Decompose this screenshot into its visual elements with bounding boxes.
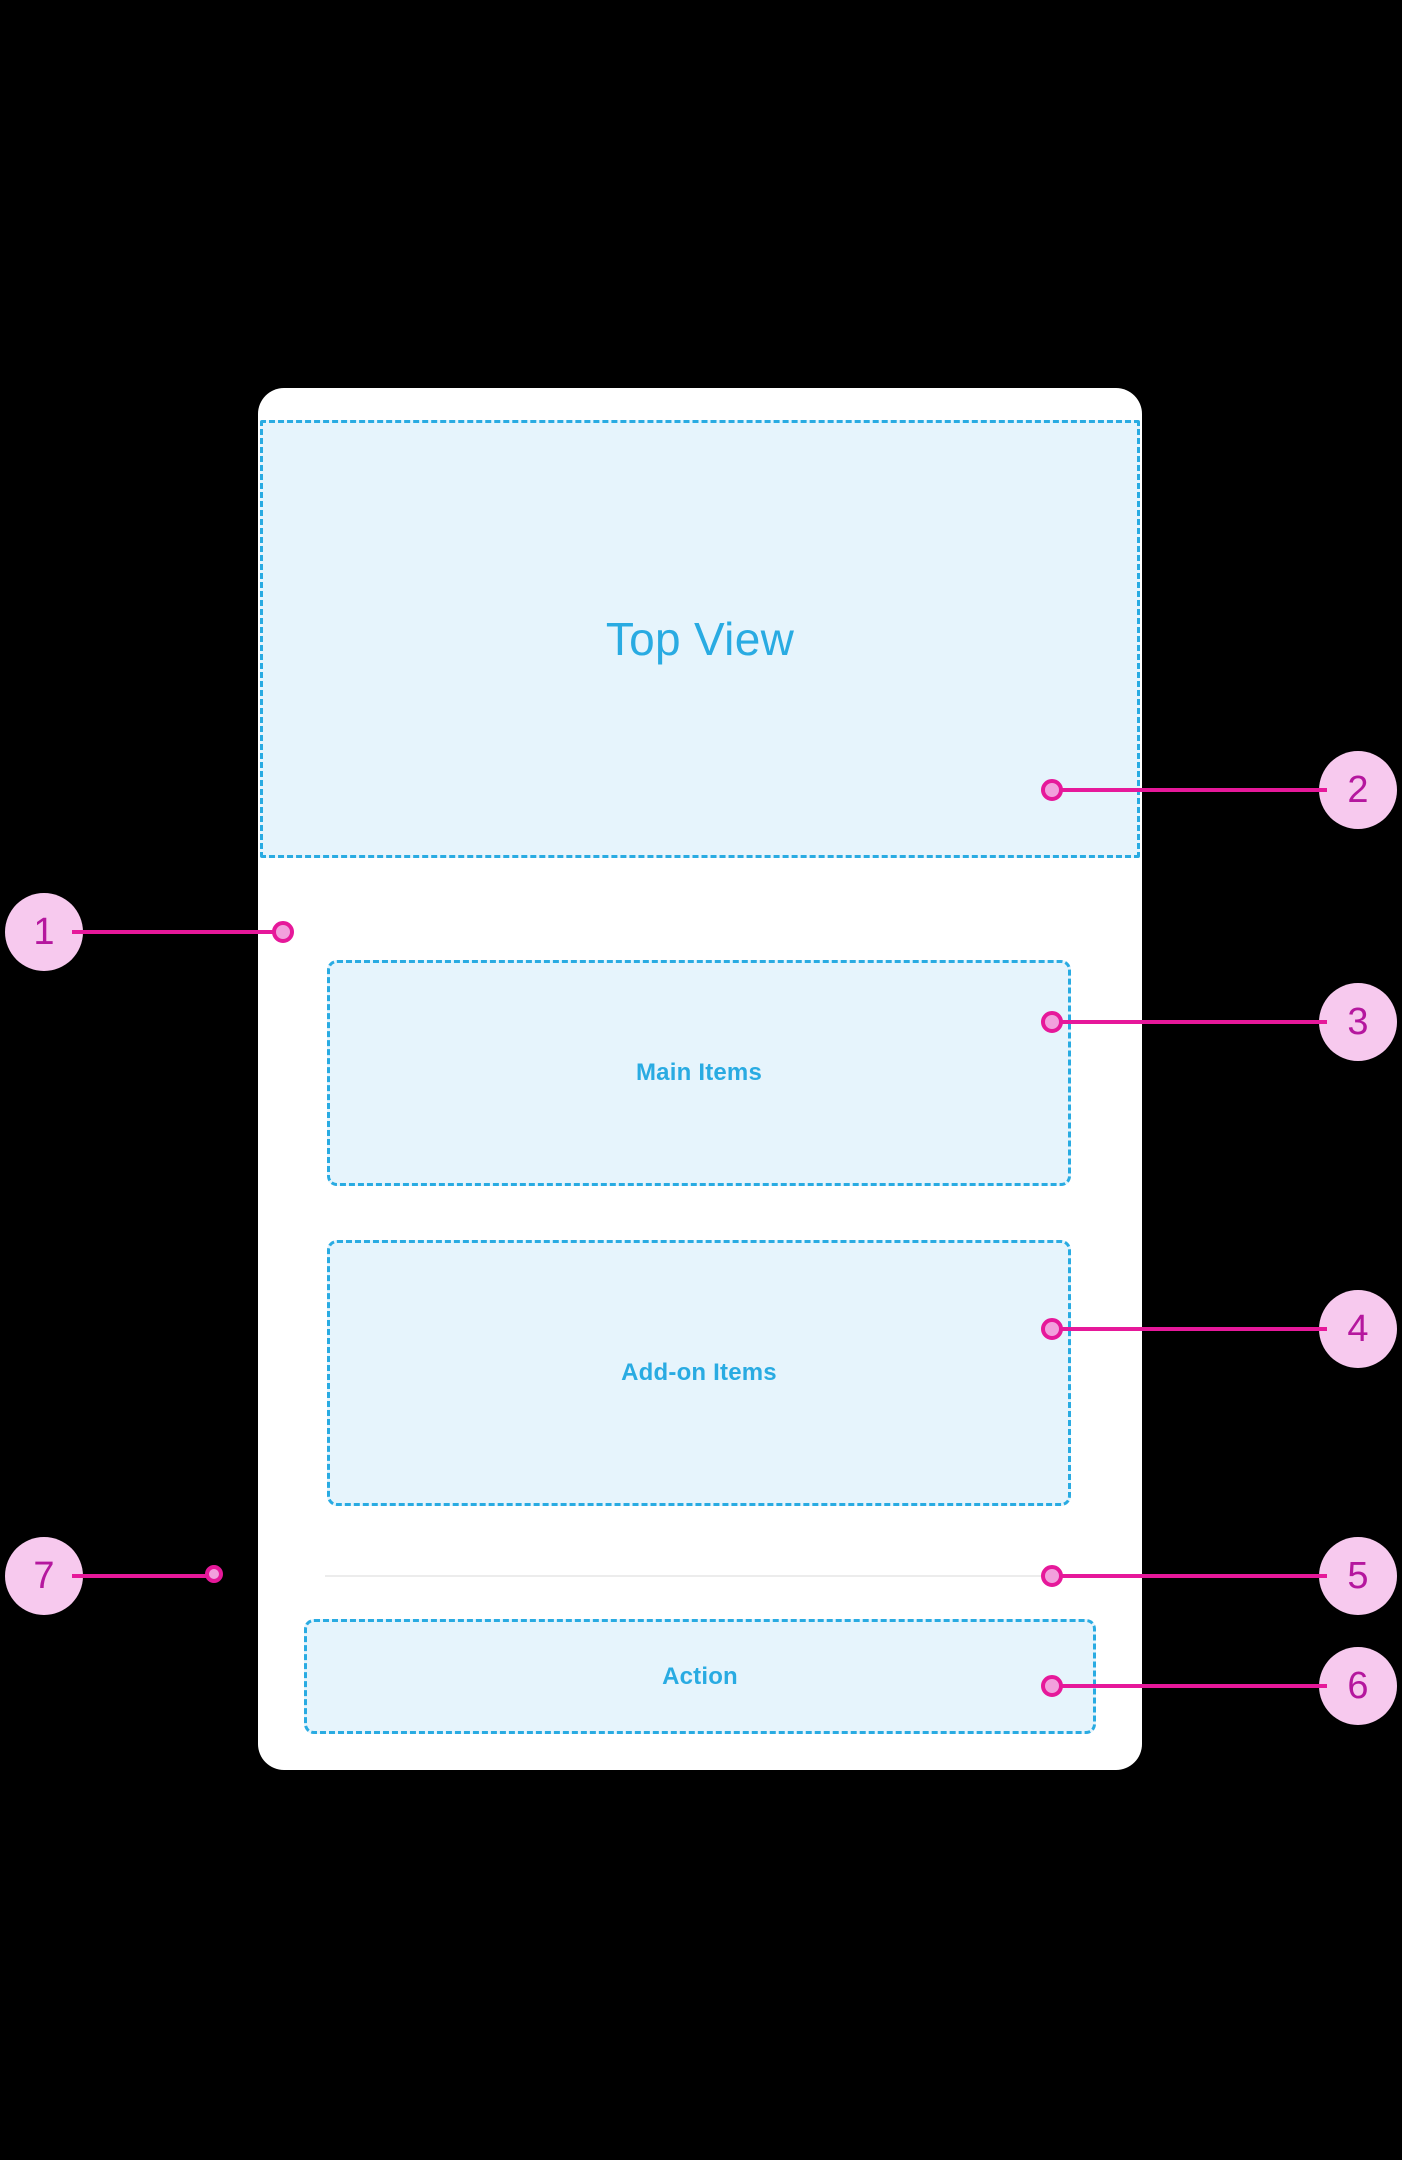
region-main-items[interactable]: Main Items bbox=[327, 960, 1071, 1186]
region-addon-items[interactable]: Add-on Items bbox=[327, 1240, 1071, 1506]
annotation-badge-2-number: 2 bbox=[1347, 769, 1369, 811]
annotation-dot-7 bbox=[205, 1565, 223, 1583]
annotation-badge-1-number: 1 bbox=[33, 911, 55, 953]
region-addon-items-label: Add-on Items bbox=[621, 1359, 777, 1386]
annotation-badge-5[interactable]: 5 bbox=[1319, 1537, 1397, 1615]
annotation-badge-4[interactable]: 4 bbox=[1319, 1290, 1397, 1368]
annotation-badge-2[interactable]: 2 bbox=[1319, 751, 1397, 829]
region-top-view-label: Top View bbox=[605, 613, 795, 665]
annotation-badge-7[interactable]: 7 bbox=[5, 1537, 83, 1615]
region-action[interactable]: Action bbox=[304, 1619, 1096, 1734]
annotation-badge-5-number: 5 bbox=[1347, 1555, 1369, 1597]
annotation-leader-7 bbox=[72, 1574, 220, 1578]
annotation-badge-1[interactable]: 1 bbox=[5, 893, 83, 971]
annotation-badge-3-number: 3 bbox=[1347, 1001, 1369, 1043]
region-action-label: Action bbox=[662, 1662, 738, 1690]
annotation-badge-6-number: 6 bbox=[1347, 1665, 1369, 1707]
annotation-badge-4-number: 4 bbox=[1347, 1308, 1369, 1350]
annotation-badge-6[interactable]: 6 bbox=[1319, 1647, 1397, 1725]
region-main-items-label: Main Items bbox=[635, 1059, 763, 1086]
annotation-badge-7-number: 7 bbox=[33, 1555, 55, 1597]
region-top-view[interactable]: Top View bbox=[260, 420, 1140, 858]
annotation-leader-1 bbox=[72, 930, 287, 934]
section-divider bbox=[325, 1575, 1041, 1577]
annotation-badge-3[interactable]: 3 bbox=[1319, 983, 1397, 1061]
